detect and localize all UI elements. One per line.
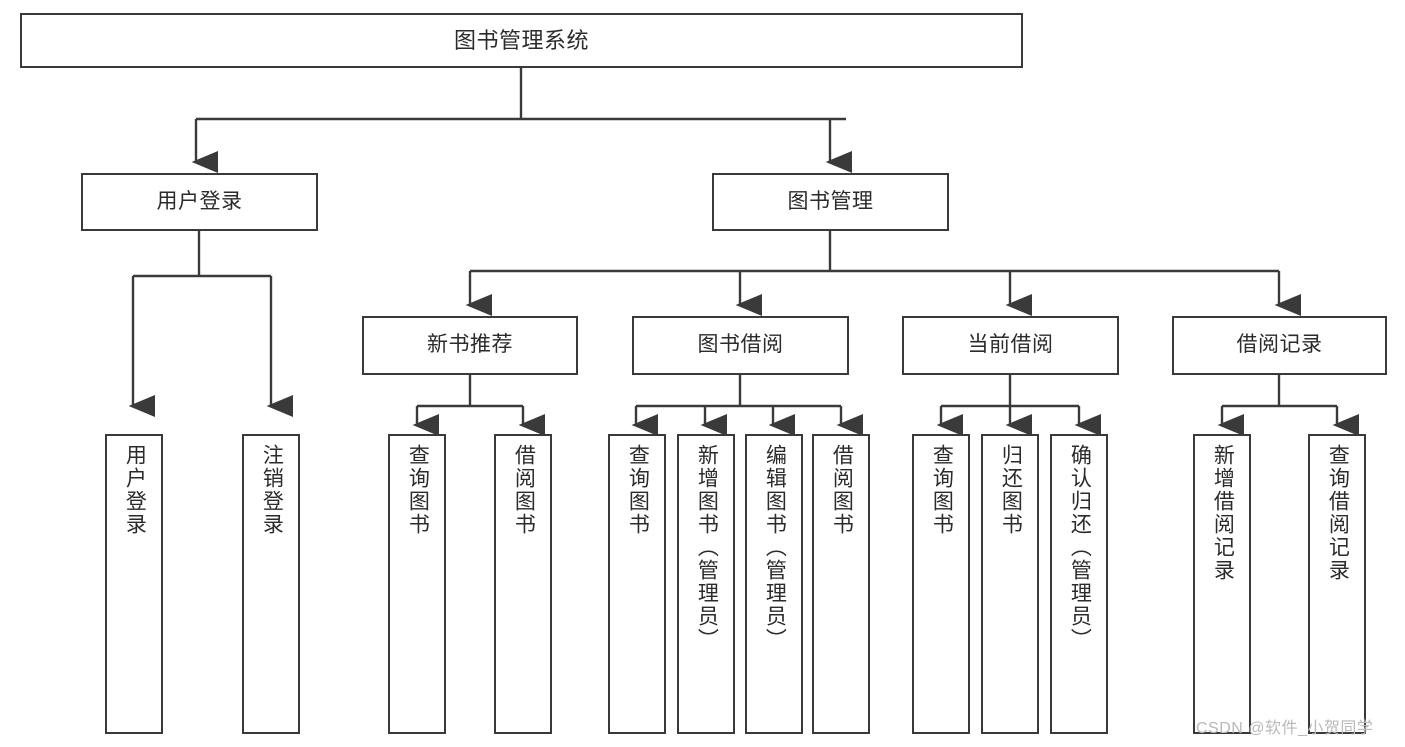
node-current-borrow-label: 当前借阅 <box>967 333 1054 357</box>
node-book-borrow[interactable]: 图书借阅 <box>632 316 849 375</box>
node-book-borrow-label: 图书借阅 <box>697 333 784 357</box>
node-leaf-query-book-3[interactable]: 查询图书 <box>912 434 970 734</box>
node-leaf-logout-login-label: 注销登录 <box>260 444 284 536</box>
node-leaf-confirm-return-label: 确认归还（管理员） <box>1068 444 1092 651</box>
node-leaf-confirm-return[interactable]: 确认归还（管理员） <box>1050 434 1108 734</box>
node-leaf-query-book-1-label: 查询图书 <box>406 444 430 536</box>
node-leaf-edit-book[interactable]: 编辑图书（管理员） <box>745 434 803 734</box>
node-leaf-query-record-label: 查询借阅记录 <box>1326 444 1350 582</box>
node-leaf-query-record[interactable]: 查询借阅记录 <box>1308 434 1366 734</box>
node-borrow-record[interactable]: 借阅记录 <box>1172 316 1387 375</box>
node-leaf-query-book-2-label: 查询图书 <box>626 444 650 536</box>
node-leaf-query-book-1[interactable]: 查询图书 <box>388 434 446 734</box>
node-leaf-query-book-2[interactable]: 查询图书 <box>608 434 666 734</box>
node-leaf-borrow-book-1-label: 借阅图书 <box>512 444 536 536</box>
node-leaf-add-record[interactable]: 新增借阅记录 <box>1193 434 1251 734</box>
csdn-watermark: CSDN @软件_小贺同学 <box>1196 720 1374 737</box>
node-user-login-label: 用户登录 <box>156 189 243 213</box>
node-leaf-add-record-label: 新增借阅记录 <box>1211 444 1235 582</box>
node-leaf-edit-book-label: 编辑图书（管理员） <box>763 444 787 651</box>
node-book-manage-label: 图书管理 <box>787 189 874 213</box>
node-root[interactable]: 图书管理系统 <box>20 13 1023 68</box>
node-current-borrow[interactable]: 当前借阅 <box>902 316 1119 375</box>
node-borrow-record-label: 借阅记录 <box>1236 333 1323 357</box>
node-leaf-add-book-label: 新增图书（管理员） <box>695 444 719 651</box>
node-user-login[interactable]: 用户登录 <box>81 173 318 231</box>
node-leaf-user-login[interactable]: 用户登录 <box>105 434 163 734</box>
node-new-book-rec[interactable]: 新书推荐 <box>362 316 578 375</box>
node-leaf-borrow-book-1[interactable]: 借阅图书 <box>494 434 552 734</box>
node-leaf-logout-login[interactable]: 注销登录 <box>242 434 300 734</box>
node-book-manage[interactable]: 图书管理 <box>712 173 949 231</box>
node-leaf-query-book-3-label: 查询图书 <box>930 444 954 536</box>
node-leaf-return-book[interactable]: 归还图书 <box>981 434 1039 734</box>
node-new-book-rec-label: 新书推荐 <box>427 333 513 357</box>
node-root-label: 图书管理系统 <box>453 27 589 53</box>
node-leaf-borrow-book-2[interactable]: 借阅图书 <box>812 434 870 734</box>
node-leaf-borrow-book-2-label: 借阅图书 <box>830 444 854 536</box>
node-leaf-add-book[interactable]: 新增图书（管理员） <box>677 434 735 734</box>
node-leaf-user-login-label: 用户登录 <box>123 444 147 536</box>
node-leaf-return-book-label: 归还图书 <box>999 444 1023 536</box>
